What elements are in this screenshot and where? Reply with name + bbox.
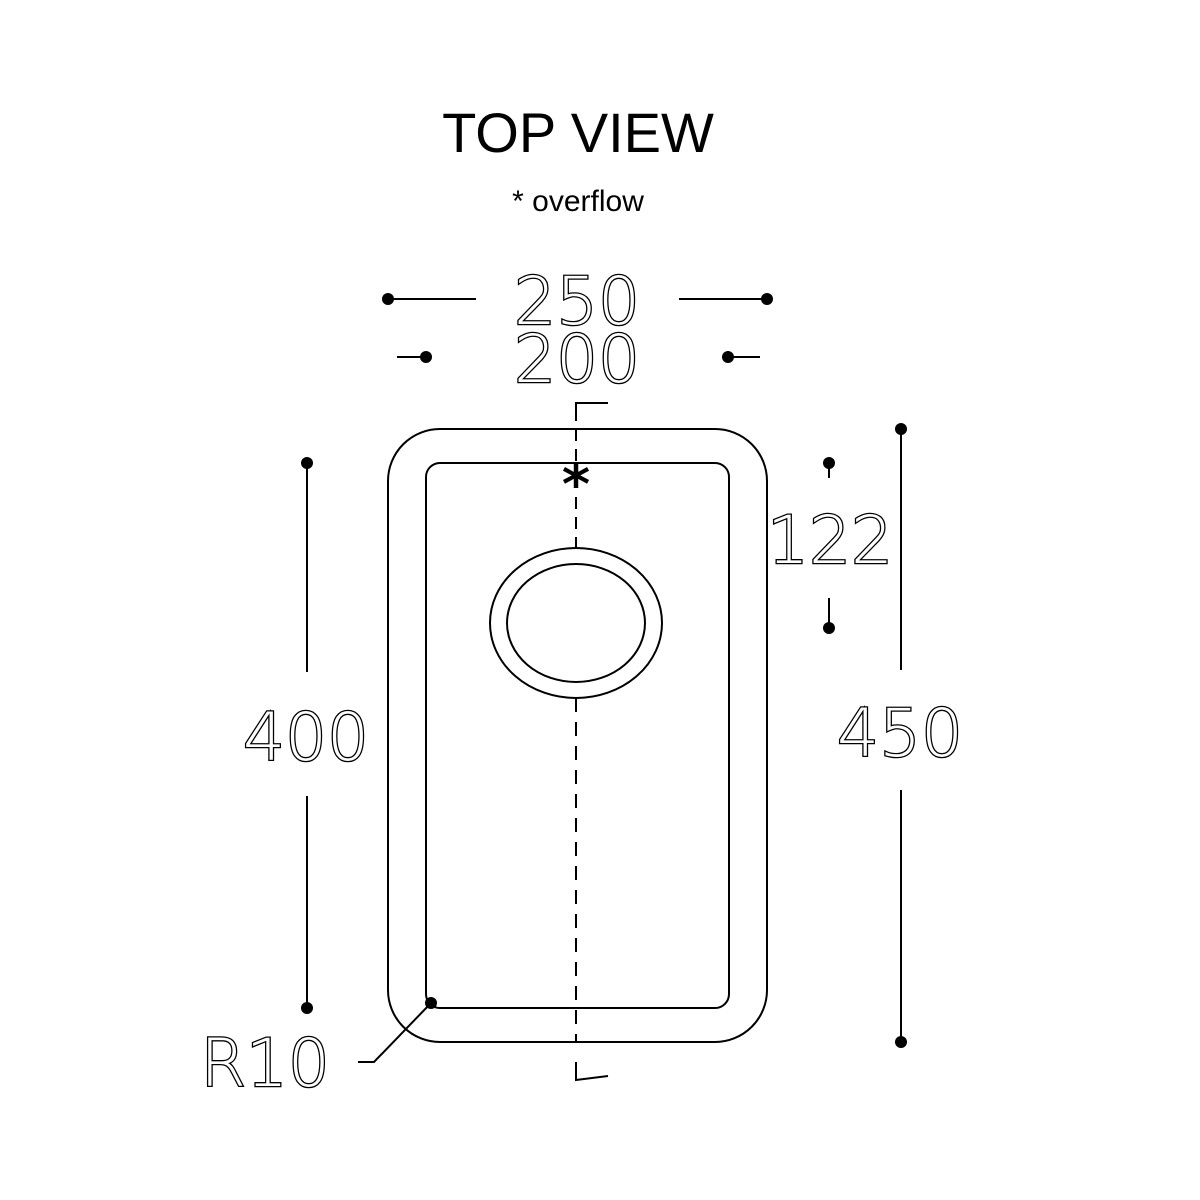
outer-width-dot-left: [382, 293, 394, 305]
outer-length-dot-bottom: [895, 1036, 907, 1048]
inner-width-dot-right: [722, 351, 734, 363]
corner-radius-dot: [425, 997, 437, 1009]
corner-radius-label: R10: [200, 1025, 330, 1102]
drain-offset-label: 122: [767, 502, 893, 579]
section-mark-bottom: [575, 1062, 609, 1082]
sink-outer-rim: [387, 428, 768, 1043]
inner-length-dimension: 400: [242, 457, 370, 1014]
drain-offset-dimension: 122: [766, 457, 894, 634]
inner-length-label: 400: [243, 699, 369, 776]
sink-inner-bowl: [425, 462, 730, 1009]
overflow-note: * overflow: [512, 185, 644, 218]
outer-length-dot-top: [895, 423, 907, 435]
section-mark-top: [575, 402, 608, 421]
drain-offset-dot-top: [823, 457, 835, 469]
inner-width-dot-left: [420, 351, 432, 363]
corner-radius-leader: [358, 1002, 432, 1063]
drain-offset-dot-bottom: [823, 622, 835, 634]
overflow-marker: *: [562, 453, 590, 516]
center-section-line: [575, 402, 609, 1082]
drawing-title: TOP VIEW: [442, 101, 714, 164]
inner-width-dimension: 200: [397, 320, 760, 399]
inner-length-dot-top: [301, 457, 313, 469]
outer-width-label: 250: [514, 263, 640, 340]
outer-length-dimension: 450: [836, 423, 964, 1048]
drain-outer-ring: [489, 547, 663, 699]
drain-inner-ring: [506, 563, 646, 683]
inner-length-dot-bottom: [301, 1002, 313, 1014]
outer-width-dimension: 250: [382, 262, 773, 341]
outer-length-label: 450: [837, 695, 963, 772]
corner-radius-callout: R10: [199, 997, 437, 1103]
outer-width-dot-right: [761, 293, 773, 305]
inner-width-label: 200: [514, 321, 640, 398]
